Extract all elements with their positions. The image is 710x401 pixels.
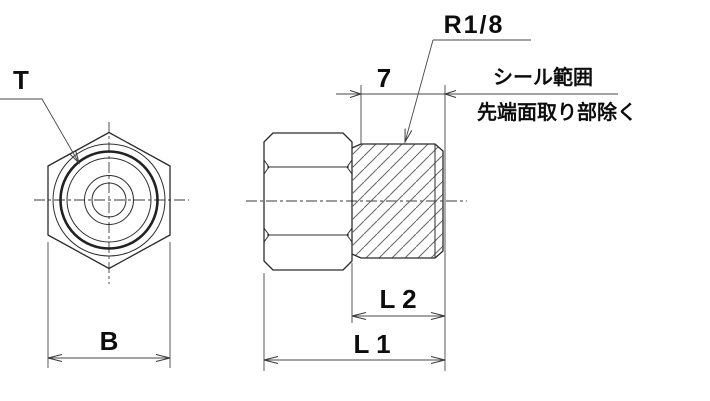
thread-leader-line	[0, 98, 80, 164]
seal-range-label: シール範囲	[493, 65, 593, 89]
hex-outline-front	[47, 131, 171, 270]
bore-circle-inner	[91, 182, 127, 218]
chamfer-circle	[52, 143, 166, 257]
seal-arrowhead-left-icon	[349, 90, 363, 98]
seal-arrowhead-right-icon	[443, 90, 457, 98]
dimension-seal-length: 7 シール範囲 先端面取り部除く	[336, 63, 637, 371]
thread-major-circle	[59, 150, 159, 250]
b-arrowhead-right-icon	[155, 354, 171, 362]
thread-hatch-area	[352, 144, 443, 258]
l1-label: L 1	[353, 329, 390, 359]
thread-spec-arrowhead-icon	[404, 128, 413, 144]
l2-arrowhead-left-icon	[351, 312, 367, 320]
hex-chamfer-arc	[346, 159, 353, 175]
hex-chamfer-arc	[346, 227, 353, 243]
thread-outline	[351, 143, 444, 259]
thread-spec-leader: R1/8	[404, 11, 531, 144]
hex-width-label: B	[100, 326, 119, 356]
hex-chamfer-arc	[263, 227, 270, 243]
l1-arrowhead-right-icon	[430, 356, 446, 364]
seal-range-note: 先端面取り部除く	[477, 100, 637, 124]
thread-spec-label: R1/8	[444, 11, 505, 39]
l2-arrowhead-right-icon	[430, 312, 446, 320]
front-view: T B	[0, 65, 189, 368]
thread-spec-leader-line	[404, 39, 434, 143]
dimension-l1: L 1	[263, 273, 446, 371]
l1-arrowhead-left-icon	[263, 356, 279, 364]
thread-minor-circle	[66, 157, 152, 243]
hex-chamfer-arc	[263, 159, 270, 175]
dimension-b: B	[47, 242, 171, 368]
l2-label: L 2	[379, 284, 416, 314]
dimension-l2: L 2	[351, 263, 446, 323]
side-view: R1/8 7 シール範囲 先端面取り部除く L 2 L 1	[246, 11, 637, 371]
bore-circle-outer	[84, 175, 134, 225]
b-arrowhead-left-icon	[47, 354, 63, 362]
thread-label: T	[13, 65, 29, 95]
hex-body-side-outline	[263, 132, 353, 271]
thread-leader-arrowhead-icon	[69, 149, 80, 165]
thread-leader: T	[0, 65, 80, 165]
seal-length-label: 7	[377, 63, 391, 93]
